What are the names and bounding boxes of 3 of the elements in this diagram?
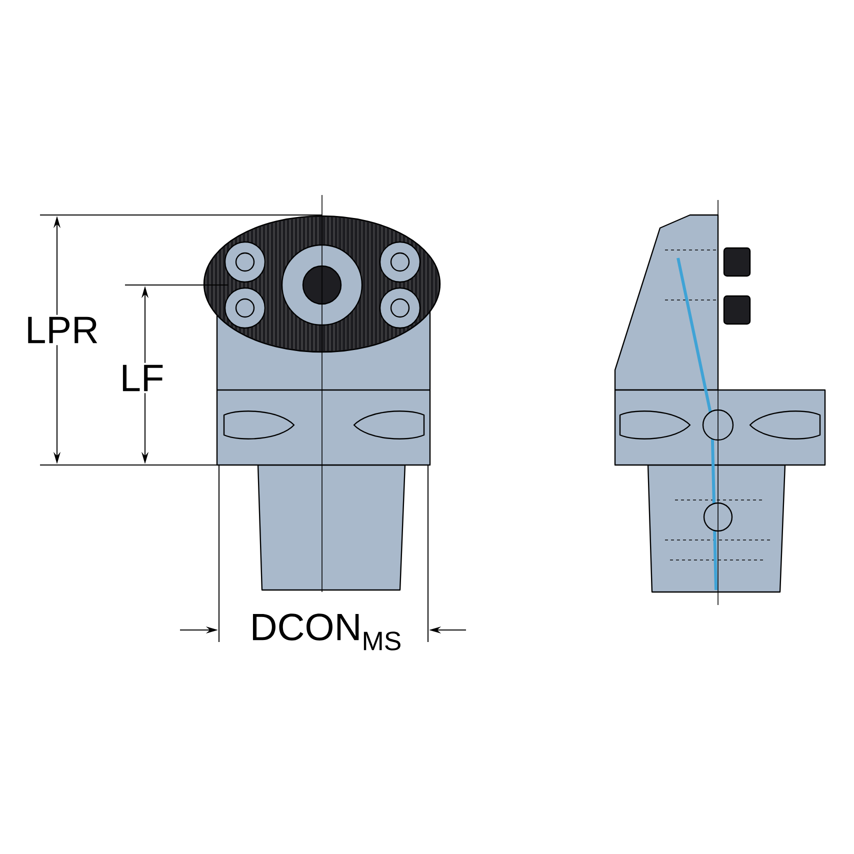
dimension-label: DCON$_{MS}$ (248, 612, 404, 652)
dimension-label: LPR (23, 314, 101, 346)
dimension-label: LF (118, 362, 166, 394)
